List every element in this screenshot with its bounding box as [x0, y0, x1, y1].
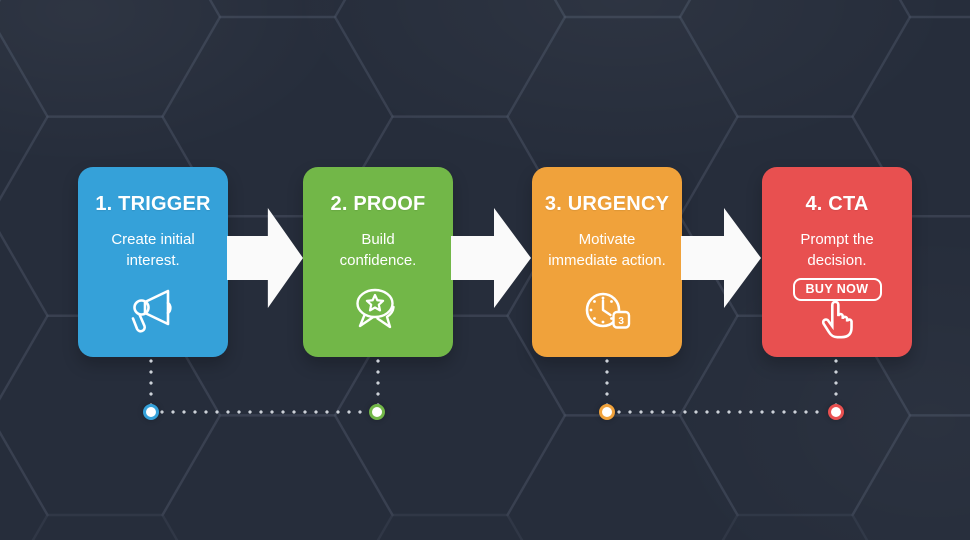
megaphone-icon: [131, 289, 172, 333]
step-card-1: 1. TRIGGER Create initial interest.: [78, 167, 228, 357]
arrow-icon: [451, 208, 531, 308]
step-description: Create initial interest.: [111, 231, 195, 269]
chat-star-icon: [356, 288, 395, 329]
click-hand-icon: [821, 300, 853, 339]
step-heading: 3. URGENCY: [544, 193, 670, 215]
dotted-connector-vertical-1: [149, 359, 153, 405]
clock-badge-number: 3: [618, 316, 624, 327]
step-description: Motivate immediate action.: [548, 231, 666, 269]
dotted-connector-horizontal-2: [617, 410, 825, 414]
arrow-icon: [227, 208, 303, 308]
step-heading: 1. TRIGGER: [95, 193, 211, 215]
step-card-4: 4. CTA Prompt the decision. BUY NOW: [762, 167, 912, 357]
dotted-connector-vertical-3: [605, 359, 609, 405]
step-description: Build confidence.: [339, 231, 417, 269]
buy-now-button[interactable]: BUY NOW: [792, 278, 882, 301]
clock-deadline-icon: 3: [585, 292, 631, 329]
step-heading: 2. PROOF: [330, 193, 426, 215]
step-heading: 4. CTA: [805, 193, 869, 215]
timeline-dot-1: [143, 404, 159, 420]
arrow-icon: [681, 208, 761, 308]
dotted-connector-horizontal-1: [160, 410, 368, 414]
step-card-3: 3. URGENCY Motivate immediate action. 3: [532, 167, 682, 357]
timeline-dot-4: [828, 404, 844, 420]
dotted-connector-vertical-4: [834, 359, 838, 405]
step-card-2: 2. PROOF Build confidence.: [303, 167, 453, 357]
timeline-dot-2: [369, 404, 385, 420]
timeline-dot-3: [599, 404, 615, 420]
dotted-connector-vertical-2: [376, 359, 380, 405]
step-description: Prompt the decision.: [800, 231, 874, 269]
